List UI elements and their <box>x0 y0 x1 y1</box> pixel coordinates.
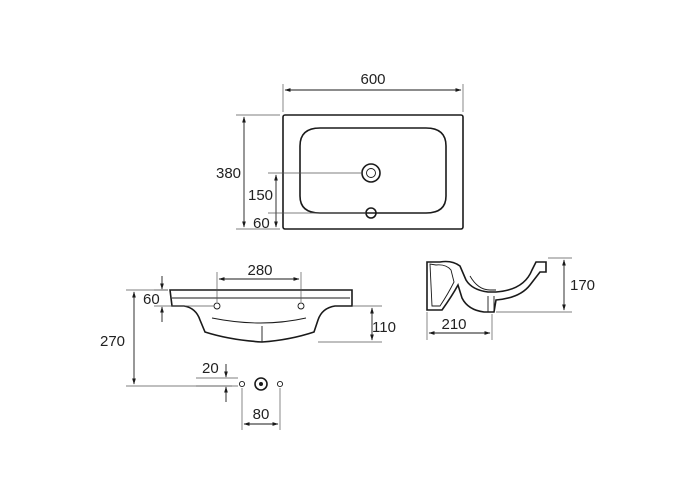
top-view: 600 380 150 60 <box>216 71 464 232</box>
dim-top-width: 600 <box>360 71 385 88</box>
dim-bottom-offset: 20 <box>202 360 219 377</box>
dim-top-hole-offset: 150 <box>248 187 273 204</box>
front-view: 280 60 270 110 <box>100 262 396 387</box>
dim-front-mount-spacing: 280 <box>247 262 272 279</box>
side-section-view: 210 170 <box>426 257 595 340</box>
drain-hole-inner <box>366 168 376 178</box>
dim-top-tap-offset: 60 <box>253 215 270 232</box>
dim-front-drain-height: 110 <box>372 319 396 336</box>
basin-side-section <box>426 260 547 313</box>
bottom-hole-detail: 20 80 <box>196 360 284 430</box>
drain-hole <box>361 163 381 183</box>
mount-hole-right <box>297 302 305 310</box>
dim-side-height: 170 <box>570 277 595 294</box>
detail-hole-center <box>254 377 268 391</box>
basin-top-outline <box>282 114 464 230</box>
dim-side-depth: 210 <box>441 316 466 333</box>
detail-hole-right <box>276 380 284 388</box>
dim-bottom-spacing: 80 <box>253 406 270 423</box>
mount-hole-left <box>213 302 221 310</box>
basin-bowl-outline <box>299 127 447 214</box>
dim-front-mount-height: 60 <box>143 291 160 308</box>
dim-front-total-height: 270 <box>100 333 125 350</box>
detail-hole-left <box>238 380 246 388</box>
dim-top-depth: 380 <box>216 165 241 182</box>
